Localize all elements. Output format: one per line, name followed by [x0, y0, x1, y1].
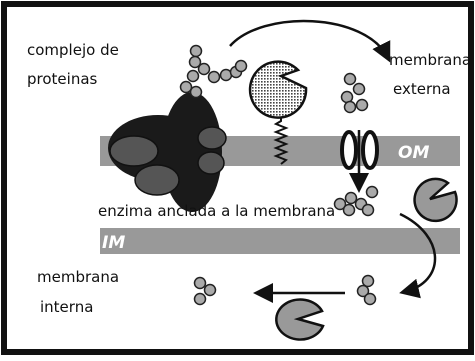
om-band-label: OM — [398, 143, 429, 163]
enzyme-anchor-zigzag — [273, 117, 289, 165]
outer-membrane-label: membrana externa — [389, 51, 475, 98]
free-enzyme-pacman — [413, 177, 458, 223]
inner-transfer-arrow — [399, 212, 437, 299]
cytoplasm-enzyme-pacman — [275, 298, 325, 341]
protein-complex-beads — [179, 44, 248, 99]
protein-complex-label: complejo de proteinas — [27, 41, 124, 88]
cytoplasm-beads-chain — [356, 274, 377, 306]
outer-substrate-beads — [340, 72, 369, 114]
inner-membrane-label: membrana interna — [37, 268, 124, 316]
im-band-label: IM — [102, 233, 125, 253]
periplasm-beads — [333, 185, 379, 217]
transfer-arrow — [229, 19, 391, 63]
anchored-enzyme-pacman — [248, 60, 308, 119]
porin-channel — [340, 130, 379, 170]
protein-complex — [108, 92, 227, 212]
inner-membrane-band — [100, 228, 460, 254]
released-beads — [193, 276, 217, 306]
anchored-enzyme-label: enzima anclada a la membrana — [98, 202, 335, 220]
